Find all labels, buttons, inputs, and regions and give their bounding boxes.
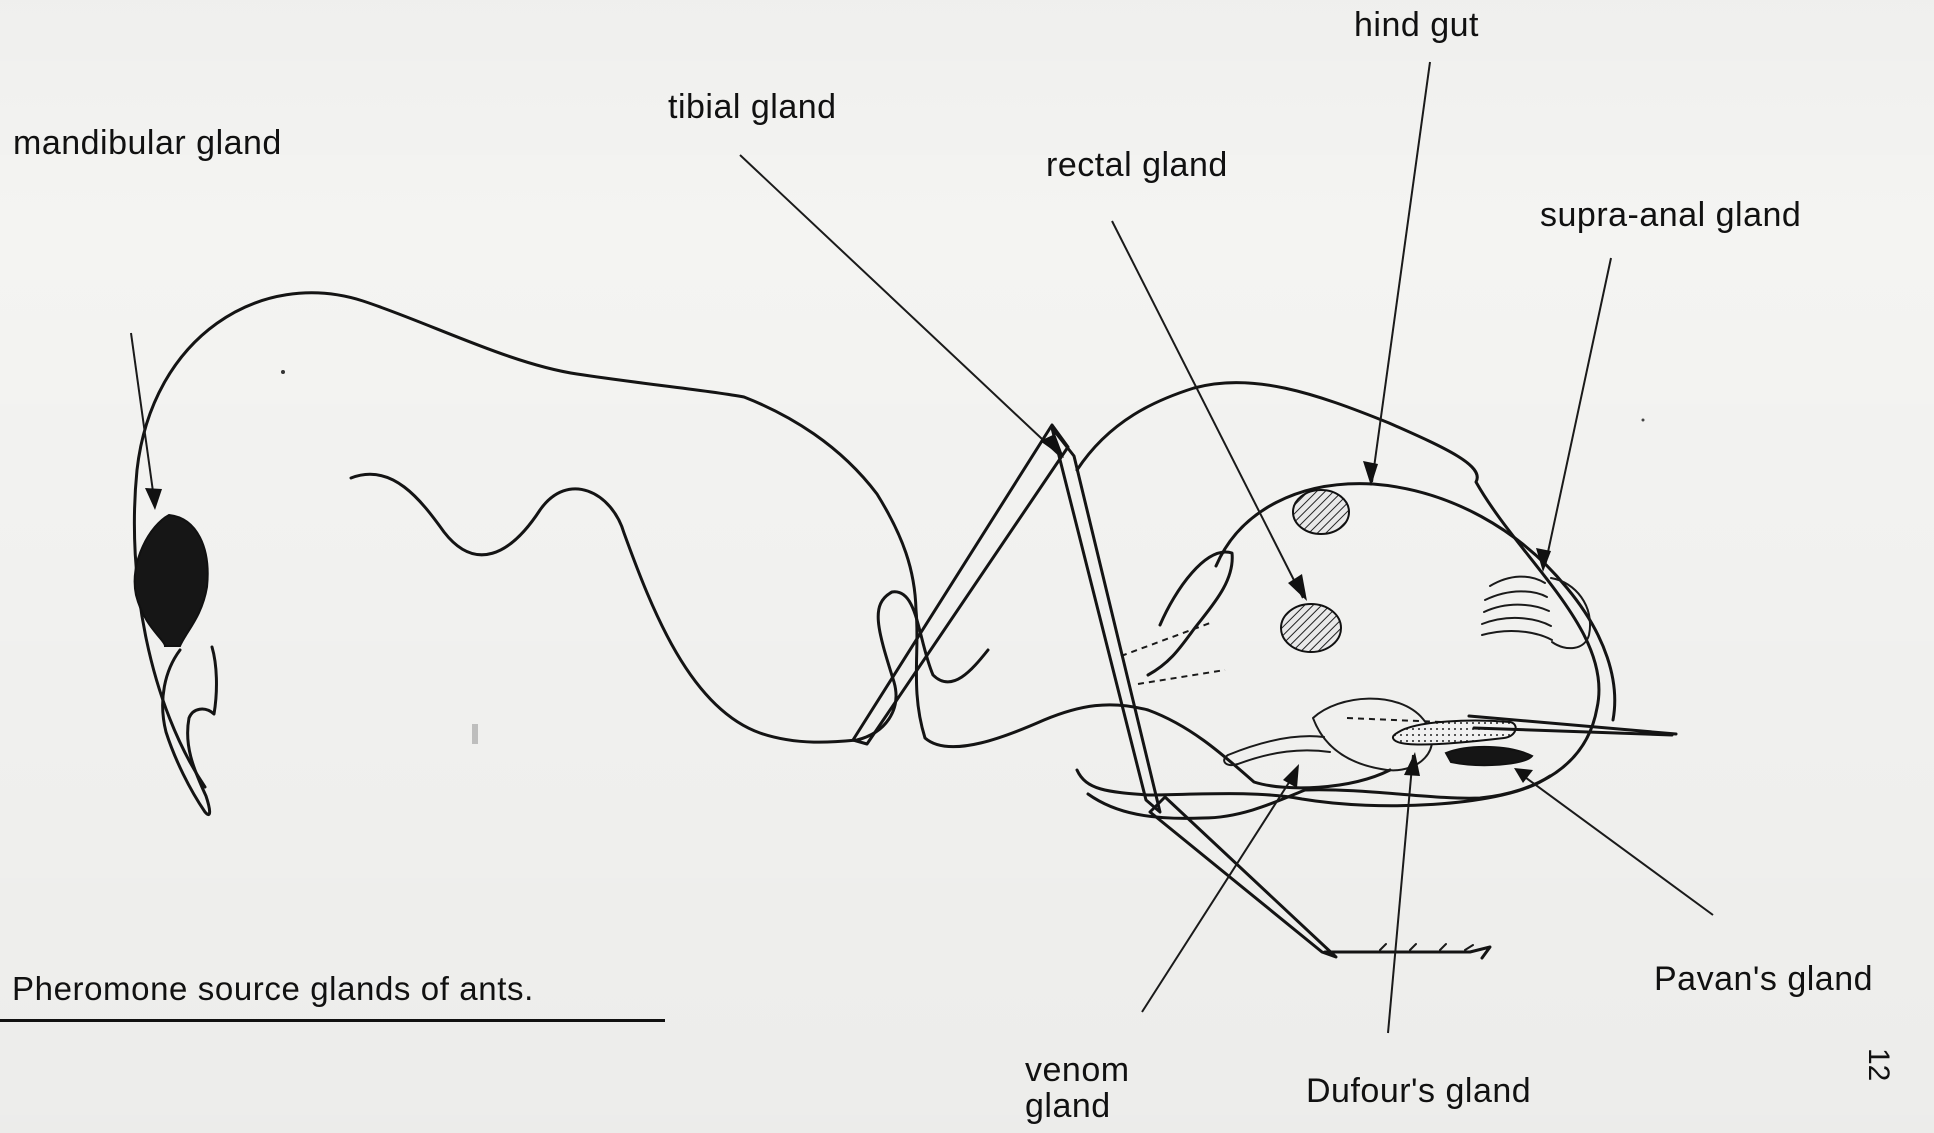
venom-gland-filament (1224, 736, 1330, 765)
scan-mark (472, 724, 478, 744)
ant-neck-outline (351, 474, 988, 742)
label-mandibular-gland: mandibular gland (13, 124, 282, 162)
ant-body-outline (134, 293, 1390, 788)
mandible-outline (163, 647, 217, 815)
dufours-gland-shape (1393, 721, 1516, 745)
caption-underline (0, 1019, 665, 1022)
scan-mark (1642, 419, 1645, 422)
leg-tibia (1052, 428, 1160, 812)
leg-foot-detail (1380, 944, 1473, 950)
rectal-gland-shape (1281, 604, 1341, 652)
leader-venom-gland (1142, 770, 1297, 1012)
leader-dufours-gland (1388, 755, 1413, 1033)
leader-tibial-gland (740, 155, 1058, 454)
mandibular-gland-shape (135, 515, 208, 646)
supra-anal-gland-shape (1482, 577, 1552, 640)
gaster-outline (1077, 382, 1599, 805)
arrowhead-mandibular-gland (145, 488, 162, 510)
waist-dashed-line (1121, 623, 1210, 656)
label-supra-anal-gland: supra-anal gland (1540, 196, 1801, 234)
leader-hind-gut (1372, 62, 1430, 482)
leg-foot (1325, 947, 1490, 958)
scan-mark (281, 370, 285, 374)
arrowhead-venom-gland (1283, 764, 1299, 788)
leader-pavans-gland (1518, 772, 1713, 915)
label-hind-gut: hind gut (1354, 6, 1479, 44)
arrowhead-rectal-gland (1288, 574, 1307, 601)
figure-caption: Pheromone source glands of ants. (12, 970, 534, 1008)
label-tibial-gland: tibial gland (668, 88, 837, 126)
pavans-gland-shape (1446, 747, 1532, 765)
leg-femur (853, 425, 1068, 744)
label-pavans-gland: Pavan's gland (1654, 960, 1873, 998)
petiole-outline (1148, 552, 1232, 675)
label-rectal-gland: rectal gland (1046, 146, 1228, 184)
leader-supra-anal-gland (1545, 258, 1611, 566)
label-dufours-gland: Dufour's gland (1306, 1072, 1531, 1110)
hind-gut-gland (1293, 490, 1349, 534)
leg-tarsus (1150, 797, 1336, 957)
page-number: 12 (1863, 1048, 1893, 1081)
label-venom-gland: venom gland (1025, 1052, 1130, 1124)
